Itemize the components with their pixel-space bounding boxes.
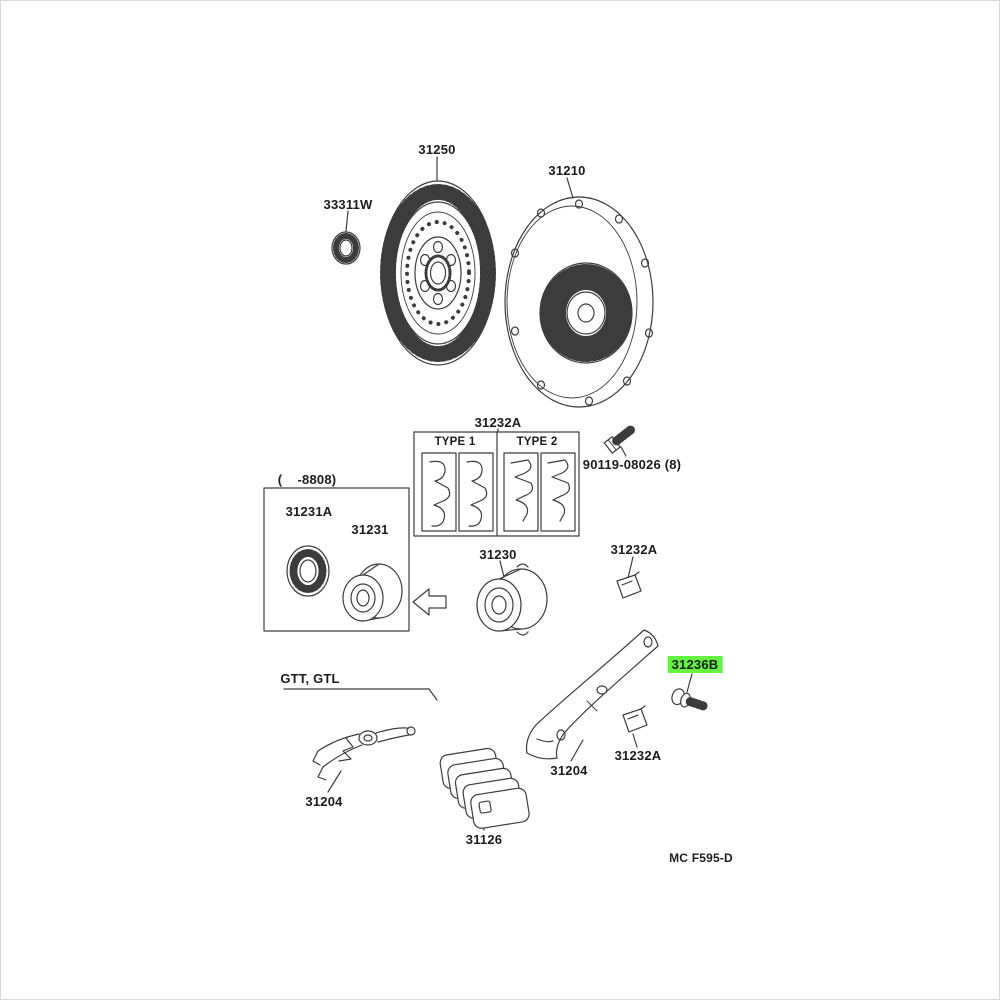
pivot-stud-drawing: [671, 688, 709, 711]
label-date-range: ( -8808): [277, 472, 337, 487]
clip-type-box: [413, 431, 580, 537]
label-release-fork: 31204: [550, 763, 588, 778]
release-bearing-drawing: [476, 563, 548, 636]
pilot-seal-drawing: [331, 231, 361, 265]
label-variant-note: GTT, GTL: [280, 671, 340, 686]
bolt-drawing: [603, 424, 637, 454]
label-clip-lower: 31232A: [614, 748, 662, 763]
label-boot: 31126: [465, 832, 503, 847]
clutch-disc-drawing: [380, 180, 496, 366]
boot-drawing: [439, 747, 530, 829]
label-clip-upper: 31232A: [610, 542, 658, 557]
label-pilot-seal: 33311W: [323, 197, 373, 212]
label-release-fork-gtt: 31204: [305, 794, 343, 809]
release-fork-drawing: [525, 629, 659, 760]
label-bearing-hub: 31231A: [285, 504, 333, 519]
label-bolt: 90119-08026 (8): [582, 457, 682, 472]
arrow-icon: [412, 588, 447, 616]
label-clutch-disc: 31250: [418, 142, 456, 157]
figure-code: MC F595-D: [669, 851, 733, 865]
label-clutch-cover: 31210: [548, 163, 586, 178]
clutch-cover-drawing: [504, 196, 654, 408]
gtt-fork-drawing: [312, 726, 416, 781]
early-variant-box: [263, 487, 447, 632]
label-pivot-stud-highlighted[interactable]: 31236B: [667, 656, 723, 673]
label-release-bearing: 31230: [479, 547, 517, 562]
label-type2-header: TYPE 2: [516, 436, 558, 448]
clip-upper-drawing: [616, 571, 642, 599]
label-type1-header: TYPE 1: [434, 436, 476, 448]
label-clip-box: 31232A: [474, 415, 522, 430]
clip-lower-drawing: [622, 705, 648, 733]
label-release-bearing-old: 31231: [351, 522, 389, 537]
